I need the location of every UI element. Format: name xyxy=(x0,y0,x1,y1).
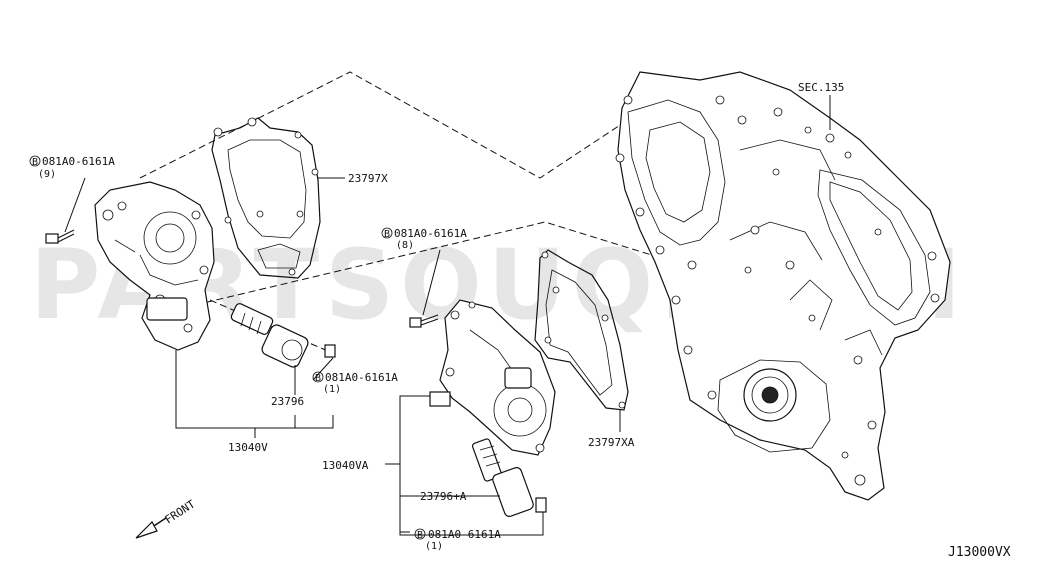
diagram-code: J13000VX xyxy=(948,545,1011,560)
bolt-symbol-top-left: B xyxy=(32,157,38,168)
leader-bolt-middle xyxy=(422,249,441,316)
solenoid-left xyxy=(230,303,336,368)
bracket-13040V xyxy=(175,350,334,429)
bolt-symbol-icon xyxy=(29,155,41,167)
gasket-left xyxy=(211,117,321,279)
label-gasket-left: 23797X xyxy=(348,172,388,185)
label-cover-assy-left: 13040V xyxy=(228,441,268,454)
label-cover-assy-right: 13040VA xyxy=(322,459,369,472)
engine-front-cover xyxy=(615,71,951,501)
dashed-guide-upper xyxy=(139,71,656,179)
label-bolt-top-left: 081A0-6161A xyxy=(42,155,115,168)
dashed-guide-lower xyxy=(194,221,701,306)
bolt-middle xyxy=(409,314,439,328)
bolt-symbol-bottom: B xyxy=(417,530,423,541)
leader-bolt-solenoid-left xyxy=(312,357,334,381)
front-cover-left xyxy=(94,181,215,351)
label-solenoid-right: 23796+A xyxy=(420,490,467,503)
bolt-top-left xyxy=(45,229,75,244)
front-cover-right xyxy=(429,299,556,456)
label-bolt-bottom-qty: (1) xyxy=(425,541,443,552)
bolt-symbol-solenoid-left: B xyxy=(315,373,321,384)
bolt-symbol-icon xyxy=(414,528,426,540)
bolt-symbol-icon xyxy=(381,227,393,239)
label-gasket-right: 23797XA xyxy=(588,436,635,449)
label-sec: SEC.135 xyxy=(798,81,844,94)
label-bolt-solenoid-left: 081A0-6161A xyxy=(325,371,398,384)
label-bolt-top-left-qty: (9) xyxy=(38,169,56,180)
front-arrow-icon xyxy=(135,517,167,539)
label-bolt-solenoid-left-qty: (1) xyxy=(323,384,341,395)
gasket-right xyxy=(534,249,629,411)
label-bolt-middle-qty: (8) xyxy=(396,240,414,251)
bolt-symbol-middle: B xyxy=(384,229,390,240)
solenoid-right xyxy=(471,438,547,517)
label-bolt-middle: 081A0-6161A xyxy=(394,227,467,240)
label-bolt-bottom: 081A0-6161A xyxy=(428,528,501,541)
bracket-13040VA xyxy=(399,395,544,536)
front-label: FRONT xyxy=(163,497,198,526)
leader-bolt-top-left xyxy=(64,177,86,233)
label-solenoid-left: 23796 xyxy=(271,395,304,408)
bolt-symbol-icon xyxy=(312,371,324,383)
